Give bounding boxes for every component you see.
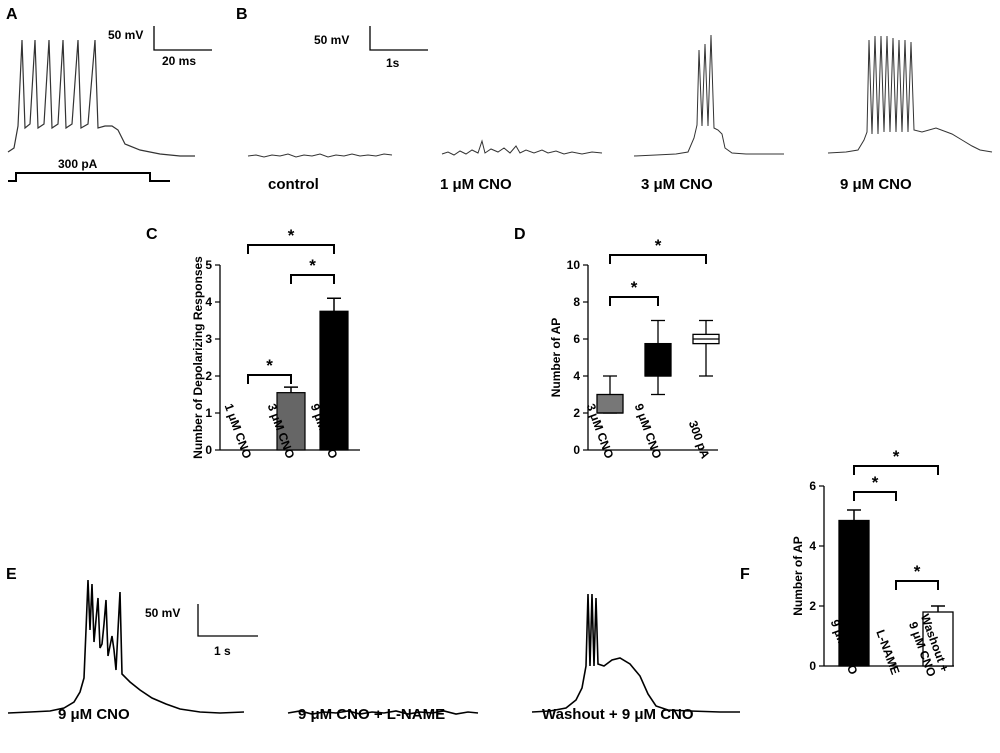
scale-time-e: 1 s (214, 644, 231, 658)
c-y-tick-label: 3 (205, 332, 212, 346)
trace-9um-cno (827, 35, 993, 154)
trace-e-washout (531, 593, 740, 713)
panel-label-d: D (514, 226, 526, 243)
c-bar (319, 310, 349, 451)
d-y-tick-label: 6 (573, 332, 580, 346)
c-y-axis-label: Number of Depolarizing Responses (191, 256, 205, 459)
trace-e-9um-cno (7, 579, 245, 714)
c-y-tick-label: 1 (205, 406, 212, 420)
c-significance-star: * (288, 226, 295, 245)
trace-1um-cno (441, 139, 603, 156)
d-significance-star: * (655, 236, 662, 255)
trace-3um-cno (633, 34, 784, 157)
c-significance-bracket (290, 274, 335, 284)
panel-label-f: F (740, 566, 750, 583)
f-bar (838, 519, 870, 667)
f-significance-star: * (914, 562, 921, 581)
f-category-label: L-NAME (873, 628, 902, 677)
condition-e-9um-cno: 9 μM CNO (58, 706, 130, 723)
scale-bar-a (153, 26, 212, 51)
f-y-tick-label: 2 (809, 599, 816, 613)
f-y-tick-label: 6 (809, 479, 816, 493)
panel-e-traces (7, 579, 740, 715)
d-y-tick-label: 8 (573, 295, 580, 309)
f-significance-bracket (853, 491, 897, 501)
f-y-tick-label: 4 (809, 539, 816, 553)
c-significance-star: * (266, 356, 273, 375)
f-bar (922, 611, 954, 667)
f-significance-bracket (853, 465, 939, 475)
d-significance-star: * (631, 278, 638, 297)
condition-9um-cno: 9 μM CNO (840, 176, 912, 193)
panel-label-b: B (236, 6, 248, 23)
scale-time-a: 20 ms (162, 54, 197, 68)
d-category-label: 300 pA (686, 419, 713, 461)
f-significance-star: * (872, 473, 879, 492)
d-y-tick-label: 2 (573, 406, 580, 420)
condition-e-l-name: 9 μM CNO + L-NAME (298, 706, 446, 723)
d-significance-bracket (609, 254, 707, 264)
scale-time-b: 1s (386, 56, 400, 70)
f-error-bar (847, 509, 861, 521)
f-y-tick-label: 0 (809, 659, 816, 673)
d-y-tick-label: 4 (573, 369, 580, 383)
panel-label-c: C (146, 226, 158, 243)
d-y-tick-label: 10 (567, 258, 581, 272)
panel-b-traces (247, 26, 993, 158)
trace-control (247, 153, 393, 158)
f-significance-star: * (893, 447, 900, 466)
d-box (644, 342, 672, 377)
c-significance-bracket (247, 374, 292, 384)
panel-label-a: A (6, 6, 18, 23)
action-potential-train-trace (7, 39, 195, 157)
c-error-bar (284, 386, 298, 393)
d-category-label: 9 μM CNO (632, 402, 665, 461)
f-y-axis-label: Number of AP (791, 536, 805, 616)
condition-control: control (268, 176, 319, 193)
condition-e-washout: Washout + 9 μM CNO (542, 706, 694, 723)
c-y-tick-label: 0 (205, 443, 212, 457)
scale-voltage-b: 50 mV (314, 33, 350, 47)
d-significance-bracket (609, 296, 659, 306)
c-error-bar (327, 297, 341, 312)
c-category-label: 1 μM CNO (222, 402, 255, 461)
condition-1um-cno: 1 μM CNO (440, 176, 512, 193)
scale-bar-e (197, 604, 258, 637)
d-y-tick-label: 0 (573, 443, 580, 457)
condition-3um-cno: 3 μM CNO (641, 176, 713, 193)
c-bar (276, 392, 306, 451)
c-y-tick-label: 5 (205, 258, 212, 272)
panel-a-trace (7, 26, 212, 182)
c-y-tick-label: 2 (205, 369, 212, 383)
d-y-axis-label: Number of AP (549, 318, 563, 398)
stimulus-step-trace (8, 172, 170, 182)
f-error-bar (931, 605, 945, 612)
c-significance-bracket (247, 244, 335, 254)
stimulus-label: 300 pA (58, 157, 98, 171)
f-significance-bracket (895, 580, 939, 590)
c-y-tick-label: 4 (205, 295, 212, 309)
c-significance-star: * (309, 256, 316, 275)
trace-e-l-name (287, 710, 479, 715)
scale-voltage-e: 50 mV (145, 606, 181, 620)
panel-label-e: E (6, 566, 17, 583)
scale-voltage-a: 50 mV (108, 28, 144, 42)
scale-bar-b (369, 26, 428, 51)
